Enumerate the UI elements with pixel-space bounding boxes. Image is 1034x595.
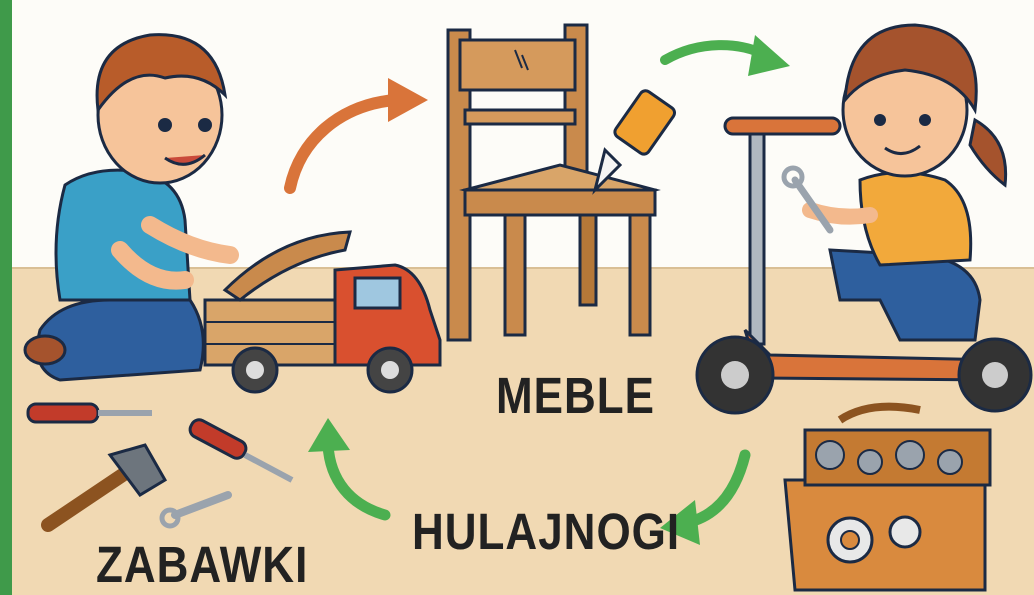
label-meble: MEBLE	[496, 368, 655, 426]
label-zabawki: ZABAWKI	[96, 537, 308, 595]
left-green-frame	[0, 0, 12, 595]
label-hulajnogi: HULAJNOGI	[412, 504, 680, 562]
toolbox-icon	[785, 407, 990, 590]
